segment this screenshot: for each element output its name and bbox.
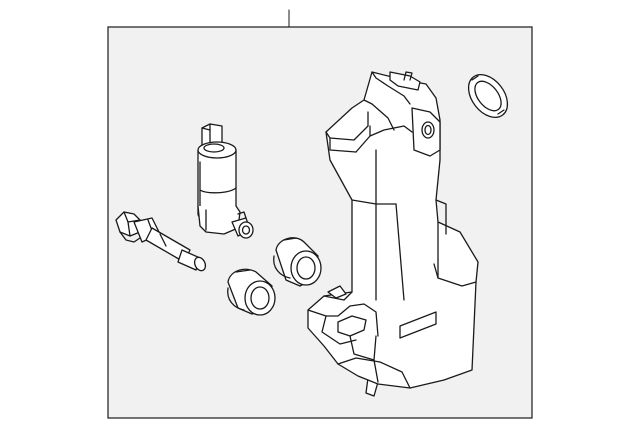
reservoir-filler-seal[interactable] [461,67,516,125]
washer-pump-motor[interactable] [197,123,254,239]
sensor-grommet[interactable] [227,268,276,316]
fluid-level-sensor[interactable] [115,211,207,272]
washer-reservoir-tank[interactable] [307,71,479,397]
pump-grommet[interactable] [273,237,322,287]
